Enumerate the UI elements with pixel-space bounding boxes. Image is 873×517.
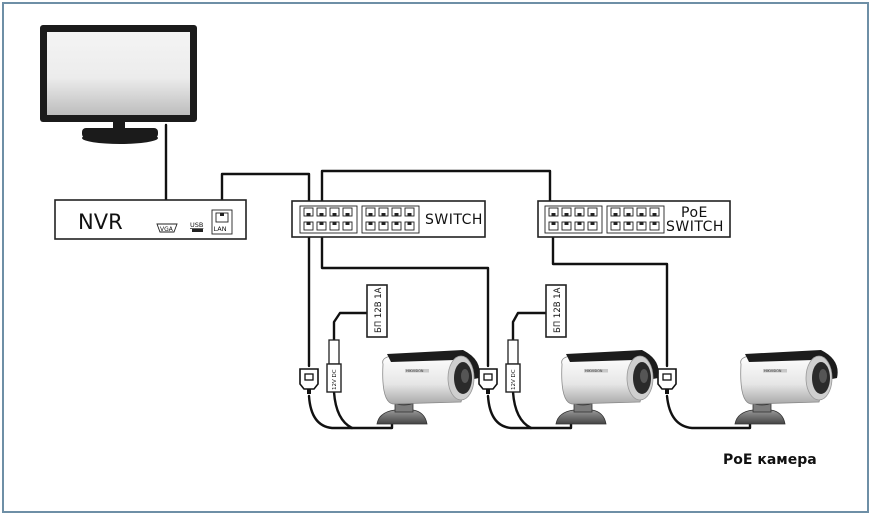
cable-nvr-switch xyxy=(220,172,311,212)
usb-label: USB xyxy=(190,221,203,229)
dc-connector-1-label: 12V DC xyxy=(332,369,338,390)
cable-cam1-dc-tail xyxy=(332,390,354,430)
rj45-plug-cam2 xyxy=(478,368,498,395)
cables xyxy=(164,123,752,430)
dc-connector-1: 12V DC xyxy=(326,339,342,393)
dc-connector-2-label: 12V DC xyxy=(511,369,517,390)
rj45-plug-cam1 xyxy=(299,368,319,395)
cable-cam2-dc-tail xyxy=(511,390,533,430)
nvr-box: NVR VGA USB LAN xyxy=(54,199,247,240)
nvr-lan-port: LAN xyxy=(211,209,233,235)
monitor xyxy=(40,25,197,144)
switch-1-body xyxy=(291,200,486,238)
switch-1-label: SWITCH xyxy=(425,212,483,228)
poe-switch-label-1: PoE xyxy=(681,205,708,221)
nvr-label: NVR xyxy=(78,210,123,234)
cable-poeswitch-cam3 xyxy=(551,226,669,368)
nvr-vga-port: VGA xyxy=(156,223,178,233)
psu-1-body xyxy=(366,284,388,338)
dc-connector-2: 12V DC xyxy=(505,339,521,393)
switch-1: SWITCH xyxy=(291,200,486,238)
psu-1-label: БП 12В 1А xyxy=(374,287,384,333)
psu-2-label: БП 12В 1А xyxy=(553,287,563,333)
monitor-neck xyxy=(113,122,125,128)
cable-cam1-lan-tail xyxy=(307,394,394,430)
psu-2-body xyxy=(545,284,567,338)
poe-switch: PoE SWITCH xyxy=(537,200,731,238)
camera-3 xyxy=(734,349,839,425)
cable-cam2-lan-tail xyxy=(486,394,573,430)
vga-label: VGA xyxy=(160,226,174,233)
poe-switch-body xyxy=(537,200,731,238)
cable-switch-poeswitch xyxy=(320,169,552,209)
cable-cam3-lan-tail xyxy=(665,394,752,430)
cable-switch-cam2 xyxy=(320,226,490,368)
monitor-screen xyxy=(47,32,190,115)
poe-camera-caption: PoE камера xyxy=(723,452,817,468)
lan-label: LAN xyxy=(214,225,227,233)
nvr-usb-port: USB xyxy=(190,221,203,232)
camera-2 xyxy=(555,349,660,425)
monitor-stand-top xyxy=(82,128,158,138)
cable-psu2-dc xyxy=(511,311,549,342)
cable-psu1-dc xyxy=(332,311,371,342)
poe-switch-label-2: SWITCH xyxy=(666,219,724,235)
psu-1: БП 12В 1А xyxy=(366,284,388,338)
psu-2: БП 12В 1А xyxy=(545,284,567,338)
rj45-plug-cam3 xyxy=(657,368,677,395)
camera-1 xyxy=(376,349,481,425)
